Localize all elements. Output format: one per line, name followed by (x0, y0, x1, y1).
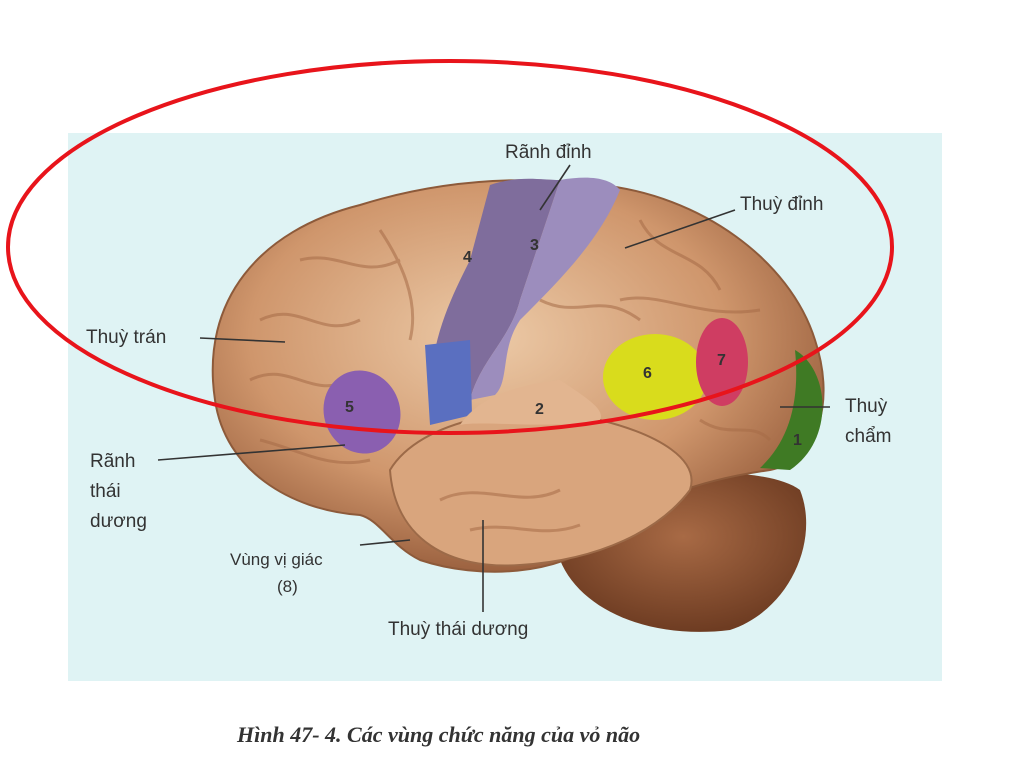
region-numbers: 1 2 3 4 5 6 7 (345, 237, 802, 449)
label-thuy-cham-line2: chẩm (845, 426, 891, 447)
leader-lines (157, 164, 830, 612)
region-6 (603, 334, 707, 420)
label-ranh-thai-duong-line2: thái (90, 481, 121, 502)
region-number-4: 4 (463, 249, 472, 266)
highlight-ellipse (6, 59, 894, 435)
label-ranh-thai-duong-line3: dương (90, 511, 147, 532)
region-1 (760, 350, 823, 470)
label-vung-vi-giac: Vùng vị giác (230, 550, 323, 569)
label-thuy-tran: Thuỳ trán (86, 327, 166, 348)
label-ranh-dinh: Rãnh đỉnh (505, 142, 592, 163)
region-3 (470, 177, 620, 400)
figure-caption: Hình 47- 4. Các vùng chức năng của vỏ nã… (236, 722, 640, 747)
label-thuy-cham-line1: Thuỳ (845, 396, 888, 417)
region-number-1: 1 (793, 432, 802, 449)
gyri-texture (249, 219, 772, 533)
label-thuy-dinh: Thuỳ đỉnh (740, 194, 823, 215)
labels: Rãnh đỉnh Thuỳ đỉnh Thuỳ trán Thuỳ chẩm … (86, 142, 891, 640)
region-number-5: 5 (345, 399, 354, 416)
region-2 (460, 380, 601, 425)
region-number-6: 6 (643, 365, 652, 382)
label-ranh-thai-duong-line1: Rãnh (90, 451, 135, 472)
label-vung-vi-giac-number: (8) (277, 577, 298, 596)
region-number-3: 3 (530, 237, 539, 254)
region-7 (696, 318, 748, 406)
region-number-7: 7 (717, 352, 726, 369)
region-number-2: 2 (535, 401, 544, 418)
label-thuy-thai-duong: Thuỳ thái dương (388, 619, 528, 640)
region-5 (323, 370, 401, 454)
region-blue (425, 340, 472, 425)
